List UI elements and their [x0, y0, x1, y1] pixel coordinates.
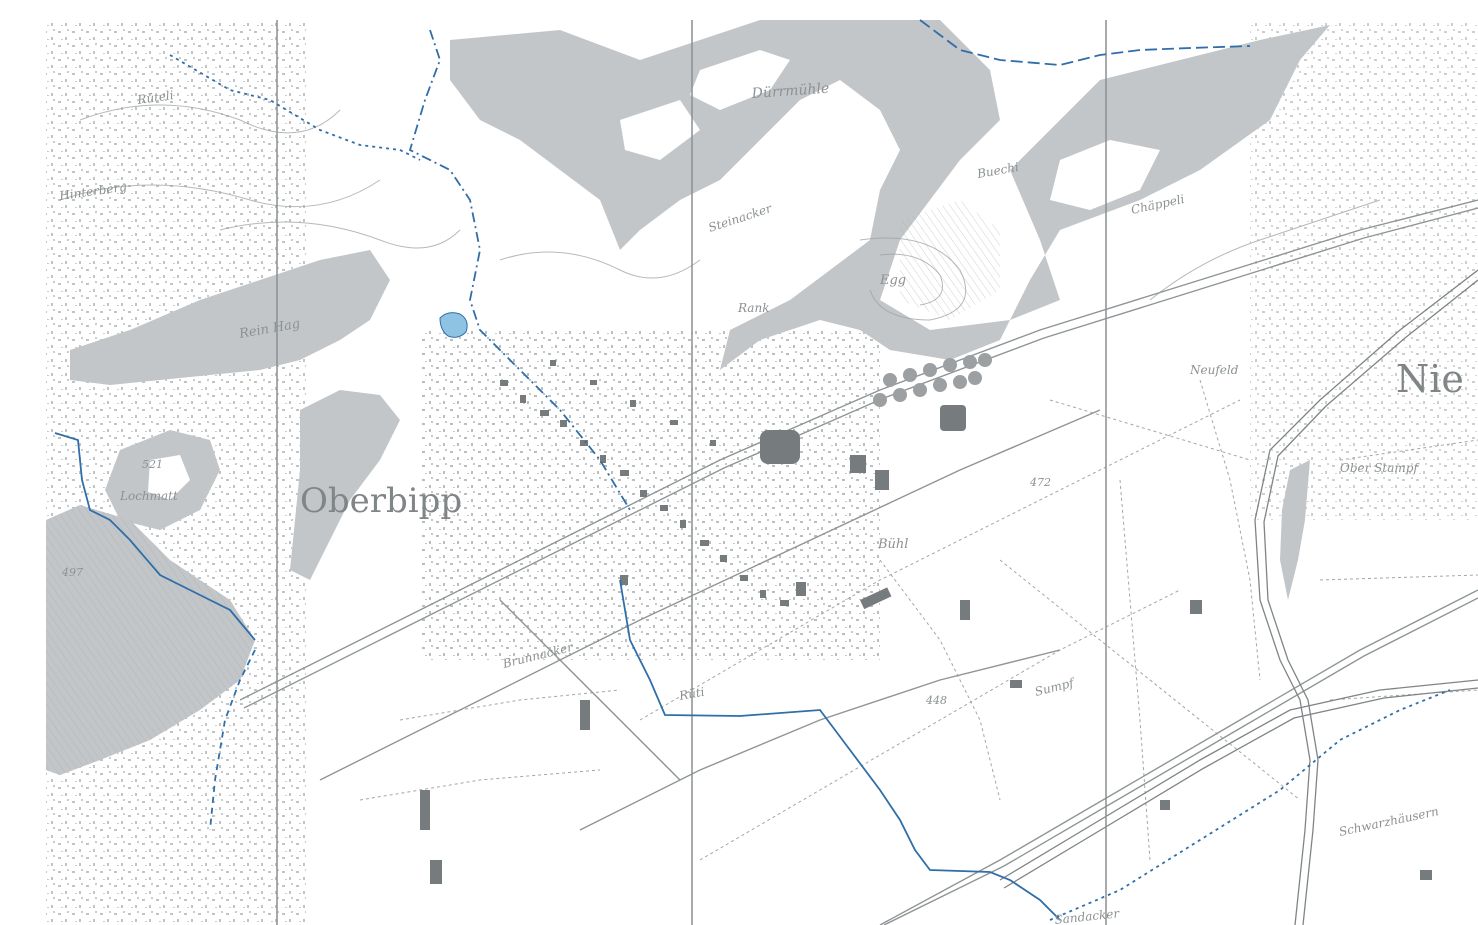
small-lake — [439, 312, 468, 338]
place-label-13: Bühl — [877, 537, 908, 552]
clearings — [148, 50, 1160, 500]
place-label-17: Lochmatt — [119, 489, 178, 503]
place-label-9: Neufeld — [1189, 363, 1239, 377]
buildings — [420, 360, 1432, 884]
right-texture — [1250, 20, 1478, 520]
grid-lines — [276, 20, 1107, 925]
place-label-4: Dürrmühle — [750, 81, 830, 102]
orchard-dots — [873, 353, 992, 407]
town-label-niederbipp: Nie — [1396, 357, 1464, 401]
forest-hatch — [46, 200, 1000, 775]
railway — [999, 269, 1478, 925]
streams — [54, 19, 1451, 921]
elevation-label-4: 521 — [142, 458, 163, 471]
elevation-label-1: 497 — [61, 566, 83, 579]
place-label-18: Rüti — [677, 685, 706, 703]
elevation-label-2: 472 — [1029, 476, 1051, 489]
place-label-8: Sandacker — [1054, 906, 1121, 925]
place-label-2: Rüteli — [135, 88, 174, 107]
place-label-5: Egg — [879, 273, 906, 288]
place-label-11: Rank — [737, 301, 769, 315]
elevation-label-3: 448 — [925, 694, 947, 707]
place-label-14: Ober Stampf — [1340, 461, 1420, 475]
contour-lines — [59, 104, 1381, 321]
field-lines — [359, 379, 1478, 861]
town-label-oberbipp: Oberbipp — [300, 481, 462, 521]
